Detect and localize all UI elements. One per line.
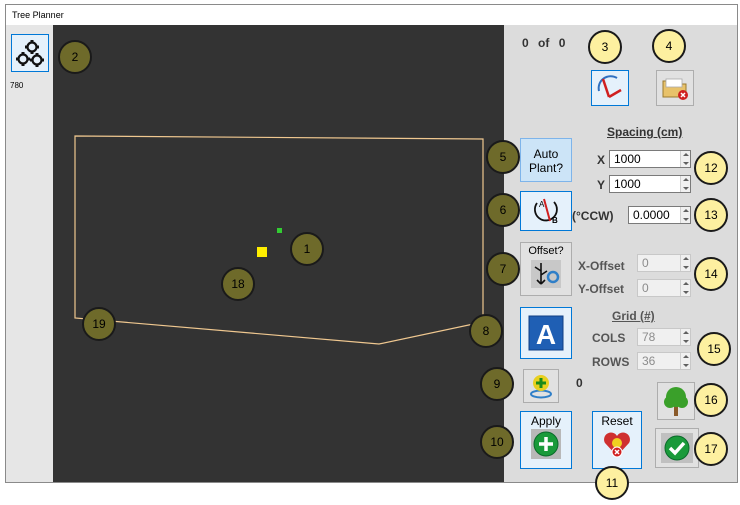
spacing-y-input[interactable]: 1000	[609, 175, 691, 193]
x-offset-input[interactable]: 0	[637, 254, 691, 272]
apply-label: Apply	[530, 414, 562, 428]
add-point-button[interactable]	[523, 369, 559, 403]
callout-18: 18	[221, 267, 255, 301]
cols-spinner[interactable]	[680, 329, 690, 345]
callout-1: 1	[290, 232, 324, 266]
x-offset-spinner[interactable]	[680, 255, 690, 271]
reset-heart-icon	[604, 432, 630, 458]
spacing-y-value: 1000	[614, 177, 641, 191]
rows-input[interactable]: 36	[637, 352, 691, 370]
rotation-label: (°CCW)	[572, 209, 614, 223]
callout-7: 7	[486, 252, 520, 286]
counter-of: of	[538, 36, 550, 50]
point-count-label: 780	[10, 81, 24, 90]
compass-button[interactable]	[591, 70, 629, 106]
settings-button[interactable]	[11, 34, 49, 72]
added-count: 0	[576, 376, 583, 390]
callout-8: 8	[469, 314, 503, 348]
map-canvas[interactable]	[53, 25, 504, 482]
spacing-heading: Spacing (cm)	[607, 125, 683, 139]
callout-13: 13	[694, 198, 728, 232]
svg-text:B: B	[552, 216, 558, 225]
yellow-point	[257, 247, 267, 257]
plot-area	[74, 135, 484, 345]
spacing-x-input[interactable]: 1000	[609, 150, 691, 168]
callout-14: 14	[694, 257, 728, 291]
clear-file-button[interactable]	[656, 70, 694, 106]
tree-button[interactable]	[657, 382, 695, 420]
control-panel: 0 of 0 Spacing (cm) Auto Plant? X 1000	[504, 25, 737, 482]
offset-button-label: Offset?	[528, 245, 564, 257]
add-location-icon	[530, 375, 552, 399]
svg-text:A: A	[539, 200, 545, 209]
y-offset-value: 0	[642, 281, 649, 295]
app-window: Tree Planner 780 0	[5, 4, 738, 483]
reset-label: Reset	[601, 414, 633, 428]
cols-input[interactable]: 78	[637, 328, 691, 346]
grid-heading: Grid (#)	[612, 309, 655, 323]
callout-15: 15	[697, 332, 731, 366]
callout-4: 4	[652, 29, 686, 63]
spacing-x-value: 1000	[614, 152, 641, 166]
green-point	[277, 228, 282, 233]
left-toolbar: 780	[6, 25, 53, 482]
rotation-input[interactable]: 0.0000	[628, 206, 691, 224]
counter-total: 0	[558, 36, 566, 50]
y-offset-label: Y-Offset	[578, 282, 625, 296]
offset-button[interactable]: Offset?	[520, 242, 572, 296]
x-offset-label: X-Offset	[578, 259, 625, 273]
callout-17: 17	[694, 432, 728, 466]
y-offset-spinner[interactable]	[680, 280, 690, 296]
rotation-spinner[interactable]	[680, 207, 690, 223]
window-title: Tree Planner	[6, 5, 737, 25]
callout-16: 16	[694, 383, 728, 417]
folder-delete-icon	[662, 78, 688, 100]
callout-2: 2	[58, 40, 92, 74]
boundary-polygon	[74, 135, 484, 345]
cols-label: COLS	[592, 331, 626, 345]
gears-icon	[16, 40, 44, 67]
rows-value: 36	[642, 354, 656, 368]
tree-icon	[664, 387, 688, 416]
callout-19: 19	[82, 307, 116, 341]
usb-gear-icon	[531, 260, 561, 288]
apply-button[interactable]: Apply	[520, 411, 572, 469]
letter-a-icon: A	[528, 315, 564, 351]
rotate-button[interactable]: A B	[520, 191, 572, 231]
callout-5: 5	[486, 140, 520, 174]
label-toggle-button[interactable]: A	[520, 307, 572, 359]
plant-counter: 0 of 0	[522, 36, 565, 50]
counter-current: 0	[522, 36, 529, 50]
y-offset-input[interactable]: 0	[637, 279, 691, 297]
callout-12: 12	[694, 151, 728, 185]
check-circle-icon	[661, 433, 693, 463]
rows-spinner[interactable]	[680, 353, 690, 369]
callout-6: 6	[486, 193, 520, 227]
spacing-x-spinner[interactable]	[680, 151, 690, 167]
spacing-y-label: Y	[597, 178, 606, 192]
callout-3: 3	[588, 30, 622, 64]
confirm-button[interactable]	[655, 428, 699, 468]
spacing-x-label: X	[597, 153, 606, 167]
svg-text:A: A	[536, 319, 556, 350]
rotation-value: 0.0000	[633, 208, 670, 222]
rows-label: ROWS	[592, 355, 630, 369]
reset-button[interactable]: Reset	[592, 411, 642, 469]
plus-circle-icon	[531, 429, 561, 459]
compass-icon	[597, 75, 622, 99]
callout-10: 10	[480, 425, 514, 459]
spacing-y-spinner[interactable]	[680, 176, 690, 192]
cols-value: 78	[642, 330, 656, 344]
auto-plant-button[interactable]: Auto Plant?	[520, 138, 572, 182]
x-offset-value: 0	[642, 256, 649, 270]
rotate-ab-icon: A B	[534, 198, 558, 225]
callout-11: 11	[595, 466, 629, 500]
callout-9: 9	[480, 367, 514, 401]
